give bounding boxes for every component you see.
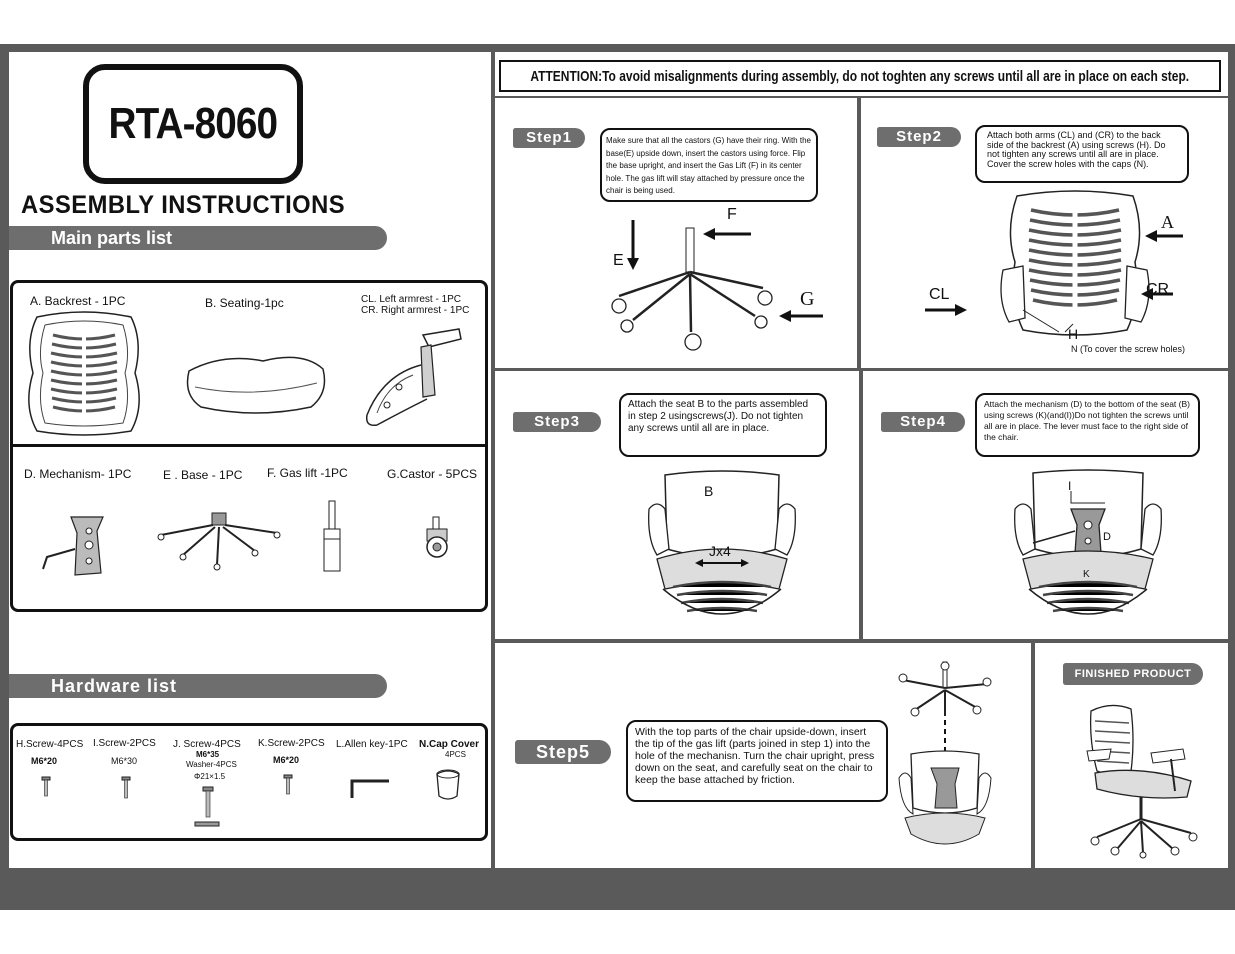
top-band — [0, 44, 1235, 52]
screw-k-icon — [283, 774, 293, 795]
step1-label-e: E — [613, 252, 624, 269]
step5-panel: Step5 With the top parts of the chair up… — [495, 643, 1031, 868]
hw-label-n: N.Cap Cover — [419, 739, 480, 750]
step3-label-j: Jx4 — [709, 543, 731, 559]
hw-label-h: H.Screw-4PCS — [16, 739, 84, 750]
step4-label-k: K — [1083, 569, 1090, 580]
step2-label-n: N (To cover the screw holes) — [1071, 344, 1186, 354]
hw-label-l: L.Allen key-1PC — [336, 739, 408, 750]
step3-text: Attach the seat B to the parts assembled… — [619, 393, 827, 457]
hw-label-i: I.Screw-2PCS — [93, 738, 156, 749]
bottom-band — [0, 870, 1235, 910]
part-label-left-armrest: CL. Left armrest - 1PC — [361, 294, 462, 305]
step2-label-cr: CR — [1146, 281, 1170, 298]
assembly-title: ASSEMBLY INSTRUCTIONS — [21, 191, 346, 219]
hardware-box: H.Screw-4PCS M6*20 I.Screw-2PCS M6*30 J.… — [10, 723, 488, 841]
attention-text: ATTENTION:To avoid misalignments during … — [530, 67, 1190, 85]
hw-extra-j: Washer-4PCS — [186, 760, 237, 769]
step4-label-d: D — [1103, 531, 1111, 543]
part-label-base: E . Base - 1PC — [163, 468, 243, 482]
hw-spec-h: M6*20 — [31, 756, 58, 766]
base-drawing — [157, 512, 281, 571]
mechanism-drawing — [42, 516, 104, 576]
step2-label-cl: CL — [929, 286, 950, 303]
part-label-mechanism: D. Mechanism- 1PC — [24, 467, 132, 481]
step4-panel: Step4 Attach the mechanism (D) to the bo… — [863, 371, 1228, 639]
hw-label-k: K.Screw-2PCS — [258, 738, 325, 749]
screw-j-icon — [194, 786, 220, 827]
main-parts-heading: Main parts list — [9, 226, 387, 250]
step5-tag: Step5 — [515, 740, 611, 764]
step2-arrows — [925, 230, 1183, 316]
screw-h-icon — [41, 776, 51, 797]
step2-panel: Step2 Attach both arms (CL) and (CR) to … — [861, 98, 1228, 368]
screw-i-icon — [121, 776, 131, 799]
step4-text: Attach the mechanism (D) to the bottom o… — [975, 393, 1200, 457]
hw-spec-k: M6*20 — [273, 755, 300, 765]
part-label-right-armrest: CR. Right armrest - 1PC — [361, 305, 470, 316]
backrest-drawing — [28, 311, 140, 436]
step2-drawing — [1000, 190, 1150, 336]
left-panel: RTA-8060 ASSEMBLY INSTRUCTIONS Main part… — [9, 52, 491, 868]
parts-divider — [13, 444, 485, 447]
step1-drawing — [611, 220, 823, 351]
hw-spec-n: 4PCS — [445, 750, 466, 759]
main-parts-box: A. Backrest - 1PC B. Seating-1pc CL. Lef… — [10, 280, 488, 612]
attention-box: ATTENTION:To avoid misalignments during … — [499, 60, 1221, 92]
step2-label-a: A — [1161, 212, 1174, 232]
step1-panel: Step1 Make sure that all the castors (G)… — [495, 98, 857, 368]
step1-label-g: G — [800, 288, 815, 310]
step5-drawing — [898, 661, 992, 845]
step4-drawing — [1014, 469, 1162, 615]
step3-panel: Step3 Attach the seat B to the parts ass… — [495, 371, 859, 639]
step3-tag: Step3 — [513, 412, 601, 432]
hw-spec-j: M6*35 — [196, 750, 220, 759]
hw-spec-i: M6*30 — [111, 756, 138, 766]
step4-tag: Step4 — [881, 412, 965, 432]
step5-text: With the top parts of the chair upside-d… — [626, 720, 888, 802]
finished-tag: FINISHED PRODUCT — [1063, 663, 1203, 685]
step3-label-b: B — [704, 483, 714, 499]
hw-label-j: J. Screw-4PCS — [173, 739, 241, 750]
step4-label-i: I — [1068, 479, 1072, 493]
part-label-backrest: A. Backrest - 1PC — [30, 294, 126, 308]
allen-key-icon — [350, 779, 389, 798]
part-label-castor: G.Castor - 5PCS — [387, 467, 478, 481]
armrest-drawing — [365, 328, 462, 427]
model-badge: RTA-8060 — [83, 64, 303, 184]
model-number: RTA-8060 — [108, 99, 279, 148]
hardware-heading: Hardware list — [9, 674, 387, 698]
step3-drawing — [648, 470, 796, 615]
finished-panel: FINISHED PRODUCT — [1035, 643, 1228, 868]
step1-text: Make sure that all the castors (G) have … — [600, 128, 818, 202]
step2-text: Attach both arms (CL) and (CR) to the ba… — [975, 125, 1189, 183]
step1-tag: Step1 — [513, 128, 585, 148]
seat-drawing — [186, 356, 326, 414]
part-label-gas-lift: F. Gas lift -1PC — [267, 466, 348, 480]
step2-label-h: H — [1068, 326, 1079, 342]
hw-extra2-j: Φ21×1.5 — [194, 772, 226, 781]
gas-lift-drawing — [323, 500, 341, 572]
finished-chair-drawing — [1086, 704, 1198, 859]
step2-tag: Step2 — [877, 127, 961, 147]
part-label-seating: B. Seating-1pc — [205, 296, 284, 310]
castor-drawing — [426, 516, 448, 558]
cap-cover-icon — [436, 769, 460, 800]
step1-label-f: F — [727, 206, 737, 223]
